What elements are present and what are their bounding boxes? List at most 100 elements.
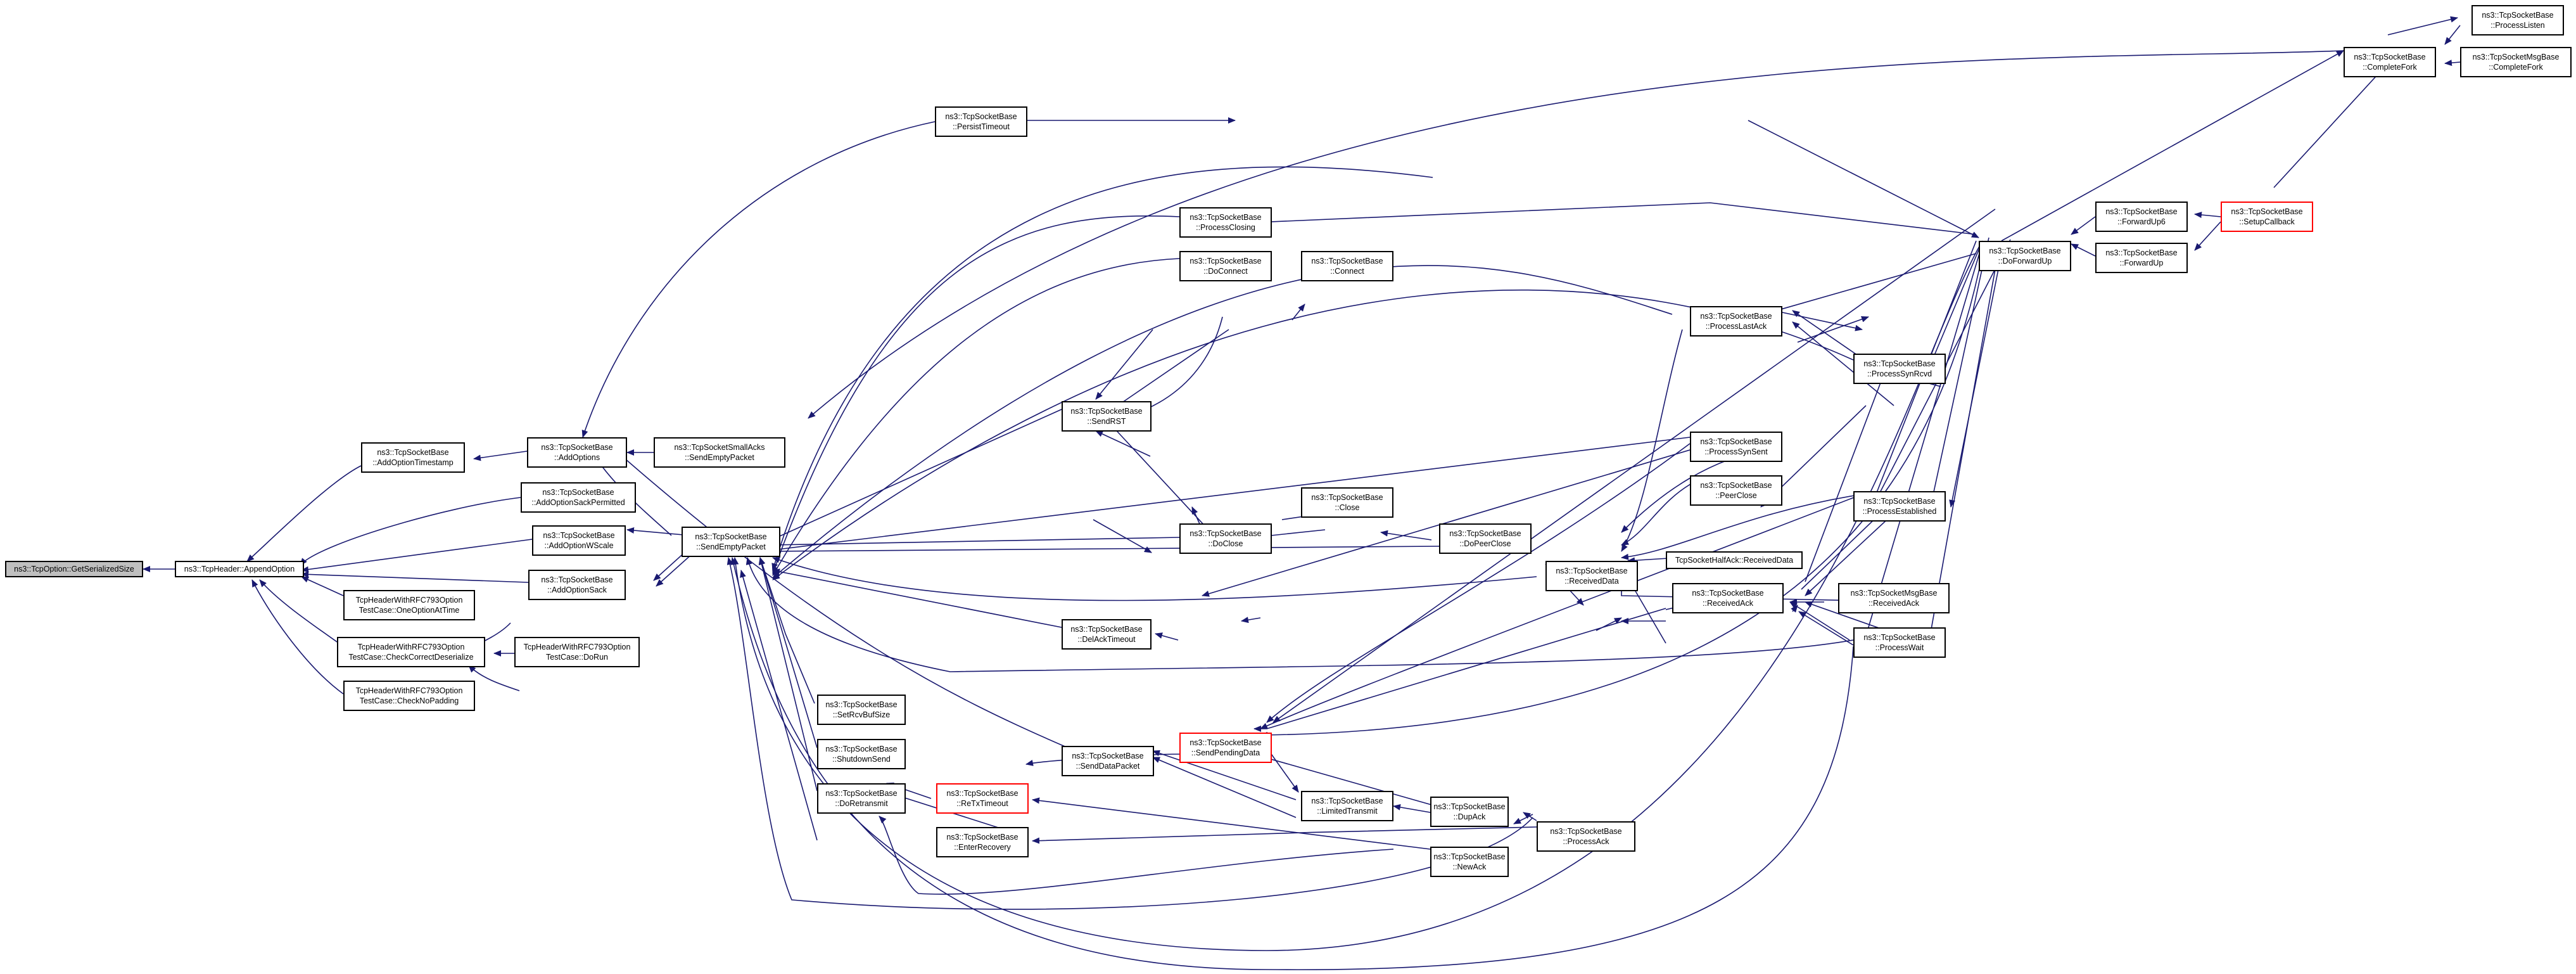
node-processsynrcvd[interactable]: ns3::TcpSocketBase::ProcessSynRcvd (1853, 354, 1946, 384)
node-limitedtransmit[interactable]: ns3::TcpSocketBase::LimitedTransmit (1301, 791, 1393, 821)
edge (301, 571, 529, 583)
node-label-1: ns3::TcpSocketBase (1190, 257, 1262, 266)
node-label-1: ns3::TcpSocketBase (946, 833, 1018, 842)
node-label-1: ns3::TcpSocketBase (1311, 257, 1383, 266)
node-label-2: ::ReTxTimeout (956, 799, 1008, 808)
node-peerclose[interactable]: ns3::TcpSocketBase::PeerClose (1690, 475, 1782, 506)
node-label-1: ns3::TcpSocketBase (1863, 633, 1936, 642)
node-processestablished[interactable]: ns3::TcpSocketBase::ProcessEstablished (1853, 491, 1946, 522)
edge (1805, 513, 1894, 596)
node-processsynsent[interactable]: ns3::TcpSocketBase::ProcessSynSent (1690, 432, 1782, 462)
node-retxtimeout[interactable]: ns3::TcpSocketBase::ReTxTimeout (936, 783, 1029, 814)
node-label-1: ns3::TcpSocketSmallAcks (674, 443, 765, 452)
node-enterrecovery[interactable]: ns3::TcpSocketBase::EnterRecovery (936, 827, 1029, 857)
node-persisttimeout[interactable]: ns3::TcpSocketBase::PersistTimeout (935, 106, 1027, 137)
edge (1393, 804, 1431, 813)
node-label-1: ns3::TcpSocketBase (946, 789, 1018, 798)
node-doretransmit[interactable]: ns3::TcpSocketBase::DoRetransmit (817, 783, 906, 814)
edge (1093, 519, 1152, 553)
edge (1789, 601, 1850, 641)
edge (1260, 253, 1983, 738)
node-addoptions[interactable]: ns3::TcpSocketBase::AddOptions (527, 437, 627, 468)
edge (1596, 617, 1622, 631)
node-halfack-receiveddata[interactable]: TcpSocketHalfAck::ReceivedData (1666, 551, 1803, 569)
node-addoptionwscale[interactable]: ns3::TcpSocketBase::AddOptionWScale (532, 525, 626, 556)
node-processack[interactable]: ns3::TcpSocketBase::ProcessAck (1537, 821, 1635, 852)
node-completefork[interactable]: ns3::TcpSocketBase::CompleteFork (2344, 47, 2436, 77)
node-addoptionsack[interactable]: ns3::TcpSocketBase::AddOptionSack (528, 570, 626, 600)
node-forwardup6[interactable]: ns3::TcpSocketBase::ForwardUp6 (2095, 202, 2188, 232)
node-sendrst[interactable]: ns3::TcpSocketBase::SendRST (1062, 401, 1152, 432)
node-msgbase-completefork[interactable]: ns3::TcpSocketMsgBase::CompleteFork (2460, 47, 2572, 77)
node-receiveddata[interactable]: ns3::TcpSocketBase::ReceivedData (1545, 561, 1638, 591)
node-forwardup[interactable]: ns3::TcpSocketBase::ForwardUp (2095, 243, 2188, 273)
node-sendemptypacket[interactable]: ns3::TcpSocketBase::SendEmptyPacket (682, 527, 780, 557)
node-senddatapacket[interactable]: ns3::TcpSocketBase::SendDataPacket (1062, 746, 1154, 776)
node-label-2: ::SetupCallback (2239, 217, 2295, 226)
node-label-2: ::SendEmptyPacket (696, 542, 766, 551)
edge (1152, 757, 1297, 818)
edge (772, 568, 1062, 628)
node-doclose[interactable]: ns3::TcpSocketBase::DoClose (1179, 523, 1272, 554)
node-delacktimeout[interactable]: ns3::TcpSocketBase::DelAckTimeout (1062, 619, 1152, 650)
node-label-1: ns3::TcpSocketBase (2482, 11, 2554, 20)
node-processwait[interactable]: ns3::TcpSocketBase::ProcessWait (1853, 627, 1946, 658)
node-processclosing[interactable]: ns3::TcpSocketBase::ProcessClosing (1179, 207, 1272, 238)
edge (759, 557, 815, 704)
node-addoptionsackpermitted[interactable]: ns3::TcpSocketBase::AddOptionSackPermitt… (521, 482, 636, 513)
node-sendpendingdata[interactable]: ns3::TcpSocketBase::SendPendingData (1179, 733, 1272, 763)
node-processlisten[interactable]: ns3::TcpSocketBase::ProcessListen (2471, 5, 2564, 35)
edge (581, 121, 936, 438)
node-doconnect[interactable]: ns3::TcpSocketBase::DoConnect (1179, 251, 1272, 281)
edge (2071, 216, 2096, 235)
edge (1108, 329, 1229, 413)
node-label-2: ::ReceivedAck (1703, 599, 1753, 608)
edge (772, 546, 1440, 554)
node-newack[interactable]: ns3::TcpSocketBase::NewAck (1430, 847, 1509, 877)
node-tcpheader-appendoption[interactable]: ns3::TcpHeader::AppendOption (175, 561, 304, 577)
node-processlastack[interactable]: ns3::TcpSocketBase::ProcessLastAck (1690, 306, 1782, 336)
node-label-1: TcpHeaderWithRFC793Option (523, 643, 631, 651)
node-label-2: ::Close (1335, 503, 1360, 512)
node-shutdownsend[interactable]: ns3::TcpSocketBase::ShutdownSend (817, 739, 906, 769)
node-dupack[interactable]: ns3::TcpSocketBase::DupAck (1430, 797, 1509, 827)
node-close[interactable]: ns3::TcpSocketBase::Close (1301, 487, 1393, 518)
node-msgbase-receivedack[interactable]: ns3::TcpSocketMsgBase::ReceivedAck (1838, 583, 1950, 613)
node-label-2: ::AddOptions (554, 453, 600, 462)
node-smallacks-sendemptypacket[interactable]: ns3::TcpSocketSmallAcks::SendEmptyPacket (654, 437, 785, 468)
edge (1927, 240, 2001, 641)
node-label-1: TcpHeaderWithRFC793Option (355, 686, 463, 695)
node-label-1: ns3::TcpSocketBase (377, 448, 449, 457)
edge (1621, 481, 1696, 546)
node-label-1: TcpHeaderWithRFC793Option (355, 596, 463, 605)
node-label-2: ::LimitedTransmit (1317, 807, 1378, 816)
edge (1949, 247, 2003, 508)
edge (1513, 814, 1533, 824)
node-label-1: ns3::TcpSocketBase (1449, 529, 1521, 538)
edge (300, 497, 521, 566)
node-setrcvbufsize[interactable]: ns3::TcpSocketBase::SetRcvBufSize (817, 695, 906, 725)
edge (656, 553, 694, 587)
node-label-2: ::ProcessSynRcvd (1867, 369, 1932, 378)
node-label-2: ::ProcessListen (2490, 21, 2545, 30)
node-label-1: ns3::TcpSocketMsgBase (2472, 53, 2560, 61)
edge (1241, 617, 1261, 624)
node-doforwardup[interactable]: ns3::TcpSocketBase::DoForwardUp (1979, 241, 2071, 271)
node-label-2: ::ForwardUp (2119, 259, 2164, 267)
edge (2001, 50, 2344, 241)
node-label-1: ns3::TcpSocketBase (1863, 359, 1936, 368)
edge (1773, 310, 1863, 331)
edge (259, 579, 344, 647)
edge (1291, 304, 1305, 321)
edge (2444, 25, 2461, 45)
node-dopeerclose[interactable]: ns3::TcpSocketBase::DoPeerClose (1439, 523, 1532, 554)
node-receivedack[interactable]: ns3::TcpSocketBase::ReceivedAck (1672, 583, 1784, 613)
node-setupcallback[interactable]: ns3::TcpSocketBase::SetupCallback (2221, 202, 2313, 232)
edge (1930, 237, 1989, 501)
node-connect[interactable]: ns3::TcpSocketBase::Connect (1301, 251, 1393, 281)
node-addoptiontimestamp[interactable]: ns3::TcpSocketBase::AddOptionTimestamp (361, 442, 465, 473)
